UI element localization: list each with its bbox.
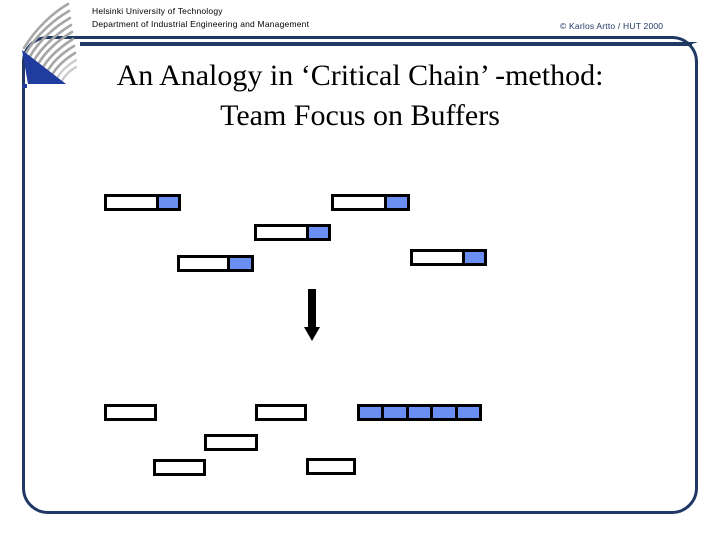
task-segment xyxy=(107,197,156,208)
task-segment xyxy=(107,407,154,418)
buffer-segment xyxy=(405,407,431,418)
task-bar-3 xyxy=(254,224,331,241)
task-segment xyxy=(413,252,462,263)
task-bar-9 xyxy=(153,459,206,476)
buffer-segment xyxy=(360,407,382,418)
aggregated-buffer xyxy=(357,404,482,421)
task-segment xyxy=(258,407,304,418)
task-bar-4 xyxy=(177,255,254,272)
task-segment xyxy=(156,462,203,473)
task-buffer-segment xyxy=(305,227,328,238)
task-segment xyxy=(257,227,306,238)
buffer-segment xyxy=(381,407,406,418)
task-segment xyxy=(334,197,384,208)
task-buffer-segment xyxy=(226,258,251,269)
page-title-line-2: Team Focus on Buffers xyxy=(220,99,500,132)
task-buffer-segment xyxy=(461,252,484,263)
org-line-2: Department of Industrial Engineering and… xyxy=(92,18,310,29)
task-bar-1 xyxy=(104,194,181,211)
task-bar-2 xyxy=(331,194,410,211)
task-bar-8 xyxy=(204,434,258,451)
task-bar-10 xyxy=(306,458,356,475)
hut-logo xyxy=(6,2,90,89)
buffer-segment xyxy=(454,407,480,418)
task-buffer-segment xyxy=(155,197,178,208)
org-line-1: Helsinki University of Technology xyxy=(92,6,223,16)
task-segment xyxy=(207,437,255,448)
header-divider-tail xyxy=(686,42,698,46)
page-title: An Analogy in ‘Critical Chain’ -method: … xyxy=(28,56,692,136)
task-bar-5 xyxy=(410,249,487,266)
task-segment xyxy=(309,461,353,472)
task-bar-7 xyxy=(255,404,307,421)
header-divider xyxy=(80,42,692,46)
buffer-segment xyxy=(430,407,455,418)
slide-border-frame xyxy=(22,36,698,514)
task-buffer-segment xyxy=(383,197,407,208)
down-arrow-icon xyxy=(302,289,322,341)
task-segment xyxy=(180,258,227,269)
task-bar-6 xyxy=(104,404,157,421)
copyright-text: © Karlos Artto / HUT 2000 xyxy=(560,21,664,31)
page-title-line-1: An Analogy in ‘Critical Chain’ -method: xyxy=(116,59,604,92)
